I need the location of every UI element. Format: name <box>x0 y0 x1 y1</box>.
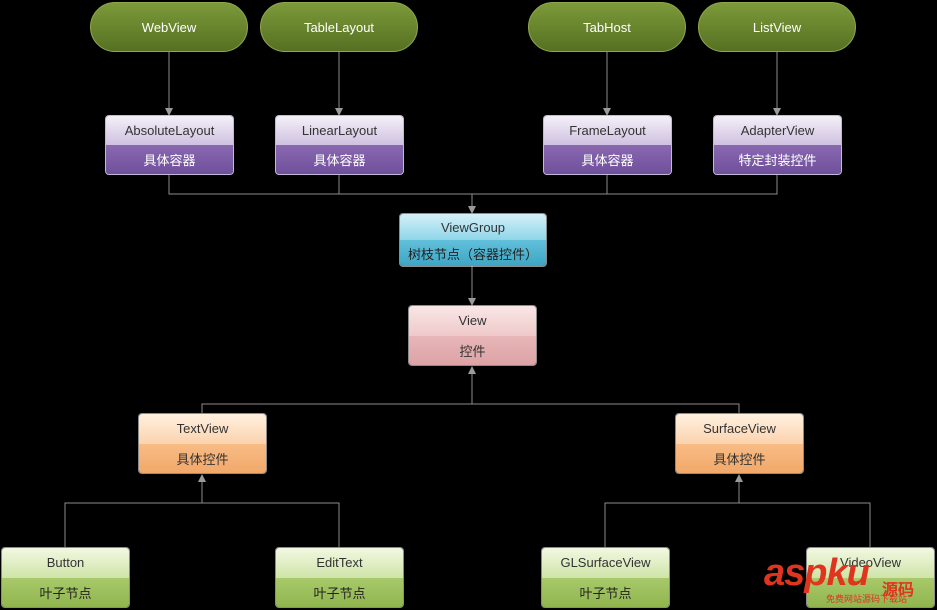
pill-listview-label: ListView <box>752 19 802 35</box>
node-surfaceview: SurfaceView 具体控件 <box>675 413 804 474</box>
node-title: GLSurfaceView <box>542 548 669 578</box>
node-desc: 具体容器 <box>276 145 403 174</box>
node-desc: 叶子节点 <box>542 577 669 607</box>
node-title: EditText <box>276 548 403 578</box>
node-desc <box>807 577 934 607</box>
node-viewgroup: ViewGroup 树枝节点（容器控件） <box>399 213 547 267</box>
node-desc: 叶子节点 <box>2 577 129 607</box>
node-title: TextView <box>139 414 266 444</box>
node-desc: 叶子节点 <box>276 577 403 607</box>
node-desc: 控件 <box>409 335 536 365</box>
node-desc: 具体控件 <box>139 443 266 473</box>
node-button: Button 叶子节点 <box>1 547 130 608</box>
node-desc: 具体容器 <box>106 145 233 174</box>
pill-tablelayout: TableLayout <box>260 2 418 52</box>
watermark-logo: aspku 源码 免费网站源码下载站 <box>764 552 937 610</box>
watermark-cn-text: 源码 <box>882 582 915 599</box>
pill-tabhost: TabHost <box>528 2 686 52</box>
node-title: View <box>409 306 536 336</box>
node-adapterview: AdapterView 特定封装控件 <box>713 115 842 175</box>
node-desc: 树枝节点（容器控件） <box>400 240 546 266</box>
node-linearlayout: LinearLayout 具体容器 <box>275 115 404 175</box>
node-edittext: EditText 叶子节点 <box>275 547 404 608</box>
node-framelayout: FrameLayout 具体容器 <box>543 115 672 175</box>
node-textview: TextView 具体控件 <box>138 413 267 474</box>
node-videoview: VideoView <box>806 547 935 608</box>
pill-listview: ListView <box>698 2 856 52</box>
node-glsurfaceview: GLSurfaceView 叶子节点 <box>541 547 670 608</box>
watermark-sub-text: 免费网站源码下载站 <box>826 594 908 604</box>
node-title: Button <box>2 548 129 578</box>
pill-tabhost-label: TabHost <box>583 19 631 35</box>
node-desc: 特定封装控件 <box>714 145 841 174</box>
node-view: View 控件 <box>408 305 537 366</box>
pill-webview-label: WebView <box>141 19 197 35</box>
node-desc: 具体容器 <box>544 145 671 174</box>
watermark-logo-text: aspku <box>764 552 870 594</box>
node-title: AbsoluteLayout <box>106 116 233 145</box>
node-title: FrameLayout <box>544 116 671 145</box>
pill-webview: WebView <box>90 2 248 52</box>
node-desc: 具体控件 <box>676 443 803 473</box>
node-title: ViewGroup <box>400 214 546 240</box>
node-absolutelayout: AbsoluteLayout 具体容器 <box>105 115 234 175</box>
node-title: VideoView <box>807 548 934 578</box>
node-title: AdapterView <box>714 116 841 145</box>
node-title: LinearLayout <box>276 116 403 145</box>
node-title: SurfaceView <box>676 414 803 444</box>
pill-tablelayout-label: TableLayout <box>303 19 375 35</box>
